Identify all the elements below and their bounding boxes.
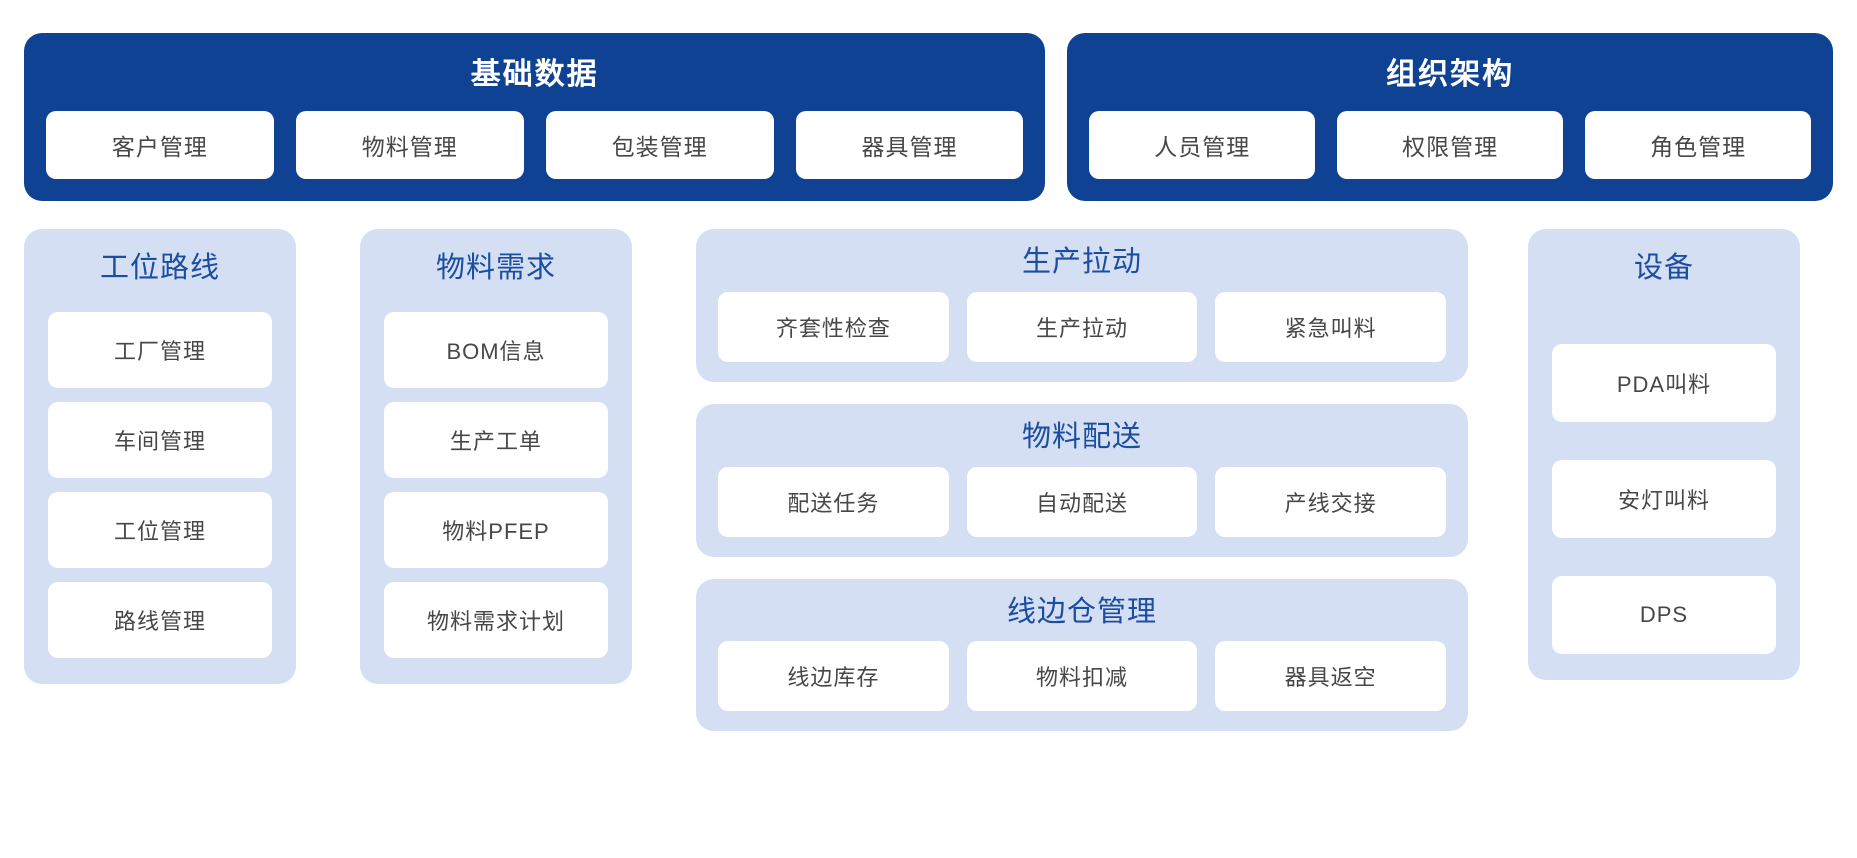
item-material-pfep[interactable]: 物料PFEP <box>384 491 608 568</box>
group-org-structure-title: 组织架构 <box>1386 58 1515 91</box>
chip-role-management[interactable]: 角色管理 <box>1585 111 1812 179</box>
group-basic-data-items: 客户管理 物料管理 包装管理 器具管理 <box>46 111 1024 179</box>
panel-line-side-warehouse-items: 线边库存 物料扣减 器具返空 <box>718 641 1447 712</box>
chip-material-management[interactable]: 物料管理 <box>295 111 524 179</box>
panel-equipment-title: 设备 <box>1633 252 1694 284</box>
group-org-structure-items: 人员管理 权限管理 角色管理 <box>1089 111 1812 179</box>
chip-packaging-management[interactable]: 包装管理 <box>545 111 774 179</box>
top-banner-row: 基础数据 客户管理 物料管理 包装管理 器具管理 组织架构 人员管理 权限管理 … <box>0 0 1857 201</box>
chip-personnel-management[interactable]: 人员管理 <box>1089 111 1316 179</box>
chip-customer-management[interactable]: 客户管理 <box>46 111 274 179</box>
panel-material-delivery-title: 物料配送 <box>1021 420 1142 453</box>
group-basic-data-title: 基础数据 <box>470 58 599 91</box>
panel-workstation-route: 工位路线 工厂管理 车间管理 工位管理 路线管理 <box>24 229 296 684</box>
item-workshop-management[interactable]: 车间管理 <box>48 401 272 478</box>
panel-material-demand-title: 物料需求 <box>435 252 556 284</box>
item-material-deduction[interactable]: 物料扣减 <box>966 641 1198 712</box>
item-production-pull[interactable]: 生产拉动 <box>966 291 1198 362</box>
item-andon-call-material[interactable]: 安灯叫料 <box>1552 459 1776 538</box>
item-production-work-order[interactable]: 生产工单 <box>384 401 608 478</box>
item-emergency-call-material[interactable]: 紧急叫料 <box>1215 291 1447 362</box>
panel-workstation-route-title: 工位路线 <box>99 252 220 284</box>
item-delivery-task[interactable]: 配送任务 <box>718 466 949 537</box>
item-factory-management[interactable]: 工厂管理 <box>48 311 272 388</box>
chip-permission-management[interactable]: 权限管理 <box>1337 111 1564 179</box>
panel-line-side-warehouse-title: 线边仓管理 <box>1006 595 1157 628</box>
panel-production-pull: 生产拉动 齐套性检查 生产拉动 紧急叫料 <box>696 229 1468 382</box>
panel-material-demand: 物料需求 BOM信息 生产工单 物料PFEP 物料需求计划 <box>360 229 632 684</box>
item-material-demand-plan[interactable]: 物料需求计划 <box>384 581 608 658</box>
item-line-handover[interactable]: 产线交接 <box>1215 466 1447 537</box>
item-dps[interactable]: DPS <box>1552 575 1776 654</box>
panel-production-pull-title: 生产拉动 <box>1021 246 1142 278</box>
item-container-return[interactable]: 器具返空 <box>1215 641 1447 712</box>
center-panel-stack: 生产拉动 齐套性检查 生产拉动 紧急叫料 物料配送 配送任务 自动配送 产线交接… <box>696 229 1468 732</box>
chip-container-management[interactable]: 器具管理 <box>795 111 1024 179</box>
item-line-side-inventory[interactable]: 线边库存 <box>718 641 949 712</box>
item-auto-delivery[interactable]: 自动配送 <box>966 466 1198 537</box>
item-pda-call-material[interactable]: PDA叫料 <box>1552 343 1776 422</box>
item-kitting-check[interactable]: 齐套性检查 <box>718 291 949 362</box>
panel-material-delivery-items: 配送任务 自动配送 产线交接 <box>718 466 1447 537</box>
panel-production-pull-items: 齐套性检查 生产拉动 紧急叫料 <box>718 291 1447 362</box>
panel-line-side-warehouse: 线边仓管理 线边库存 物料扣减 器具返空 <box>696 578 1468 732</box>
panel-equipment: 设备 PDA叫料 安灯叫料 DPS <box>1528 229 1800 680</box>
lower-panel-row: 工位路线 工厂管理 车间管理 工位管理 路线管理 物料需求 BOM信息 生产工单… <box>0 201 1857 732</box>
group-basic-data: 基础数据 客户管理 物料管理 包装管理 器具管理 <box>24 33 1046 201</box>
item-route-management[interactable]: 路线管理 <box>48 581 272 658</box>
item-bom-info[interactable]: BOM信息 <box>384 311 608 388</box>
panel-material-delivery: 物料配送 配送任务 自动配送 产线交接 <box>696 403 1468 557</box>
item-workstation-management[interactable]: 工位管理 <box>48 491 272 568</box>
group-org-structure: 组织架构 人员管理 权限管理 角色管理 <box>1067 33 1833 201</box>
